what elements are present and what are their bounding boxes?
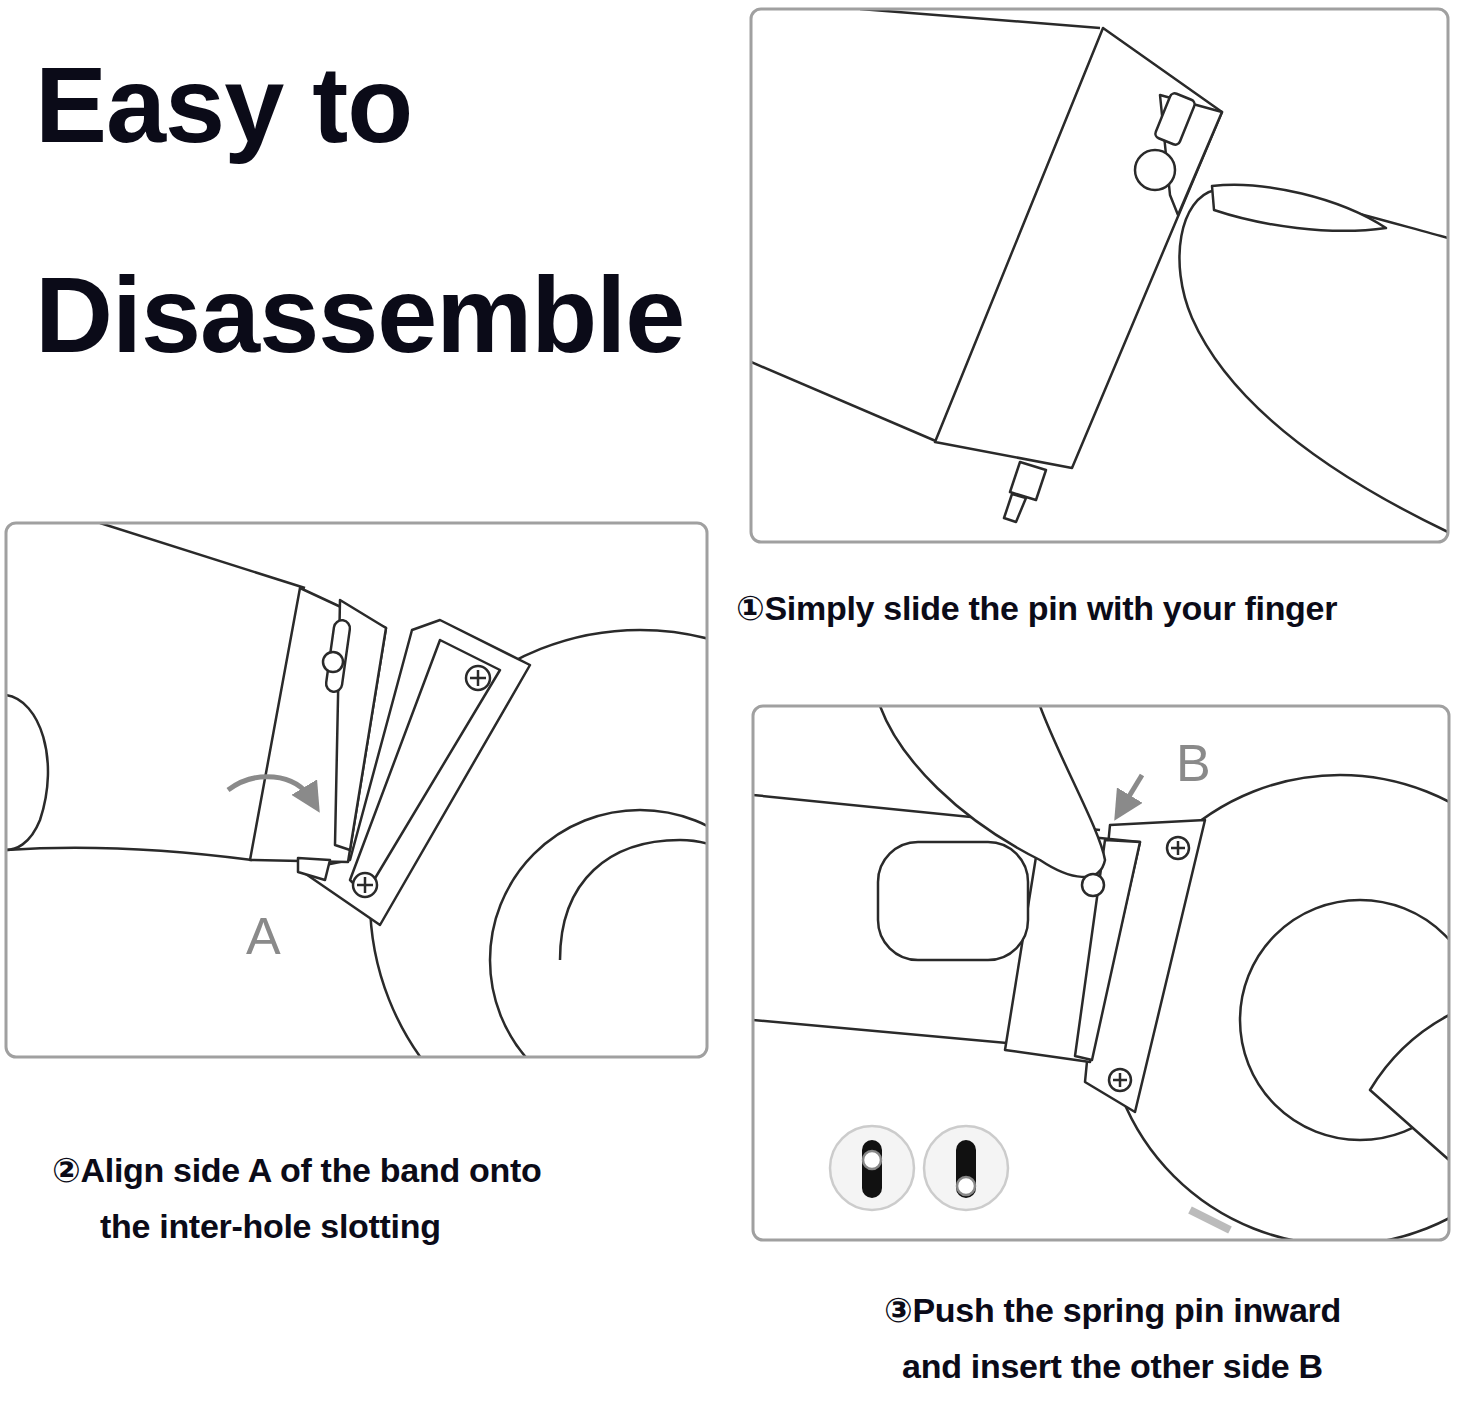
- side-letter: A: [246, 906, 281, 966]
- pin-end: [1190, 1210, 1230, 1230]
- finger: [6, 695, 48, 850]
- strap-edge: [860, 9, 1100, 28]
- panel-frame: [6, 523, 707, 1057]
- screw: [1167, 837, 1189, 859]
- index-finger: [880, 706, 1105, 877]
- panel-frame: [753, 706, 1449, 1240]
- step-caption: ①Simply slide the pin with your finger: [736, 580, 1458, 636]
- pin-knob: [1082, 874, 1104, 896]
- step-caption: ②Align side A of the band onto the inter…: [52, 1142, 590, 1254]
- panel-three-art: [753, 706, 1449, 1240]
- step-caption: ③Push the spring pin inward and insert t…: [850, 1282, 1375, 1394]
- rotate-arrow: [228, 777, 312, 800]
- strap-edge: [100, 523, 305, 588]
- side-letter: B: [1176, 733, 1211, 793]
- push-arrow: [1122, 775, 1142, 808]
- pin-icon-slot: [862, 1140, 882, 1198]
- pin-icon-knob: [863, 1151, 881, 1169]
- screw: [1109, 1069, 1131, 1091]
- panel-one-art: [751, 9, 1448, 532]
- fingernail: [1212, 185, 1386, 231]
- screw-cross: [1113, 1073, 1127, 1087]
- pin-icon: [830, 1126, 914, 1210]
- screw-cross: [1171, 841, 1185, 855]
- band-end: [250, 588, 386, 862]
- pin-icon-knob: [957, 1177, 975, 1195]
- screw: [466, 666, 490, 690]
- thumb: [878, 842, 1028, 960]
- panel-two-art: [6, 523, 707, 1057]
- pin-knob: [1135, 150, 1175, 190]
- pin-slot: [1154, 92, 1196, 146]
- watch-inner: [560, 840, 707, 960]
- screw: [353, 873, 377, 897]
- page-title: Easy to Disassemble: [35, 0, 735, 420]
- pin-tip: [1004, 494, 1026, 522]
- screw-cross: [470, 670, 486, 686]
- strap-edge: [753, 1020, 1030, 1045]
- strap-edge: [6, 848, 252, 860]
- pin-knob: [323, 652, 343, 672]
- watch-inner: [1370, 1015, 1449, 1160]
- panel-frame: [751, 9, 1448, 542]
- strap-edge: [751, 362, 938, 442]
- pin-end: [298, 858, 330, 880]
- screw-cross: [357, 877, 373, 893]
- finger: [1179, 190, 1448, 532]
- pin-icon-slot: [956, 1140, 976, 1198]
- watch-ring: [490, 810, 707, 1057]
- pin-icon: [924, 1126, 1008, 1210]
